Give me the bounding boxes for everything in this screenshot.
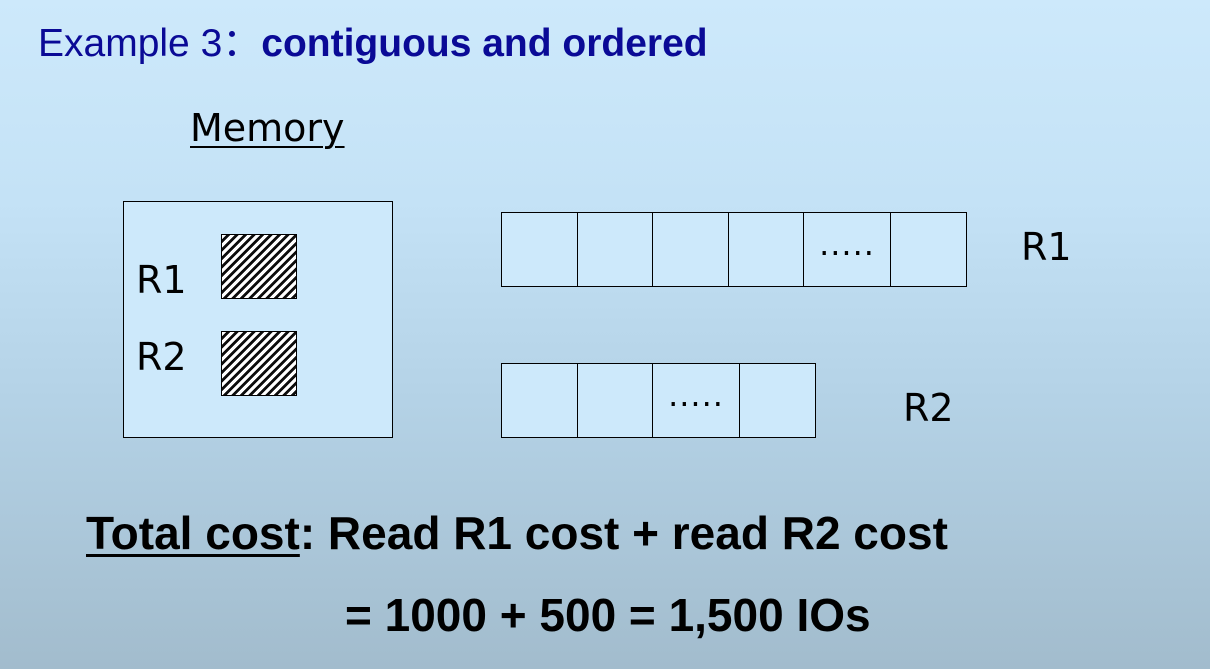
disk-r2-blocks: .....: [501, 363, 816, 438]
disk-r1-blocks: .....: [501, 212, 967, 287]
slide-title: Example 3：contiguous and ordered: [38, 12, 708, 68]
disk-r1-label: R1: [1021, 225, 1072, 269]
disk-r2-label: R2: [903, 386, 954, 430]
total-cost-line: Total cost: Read R1 cost + read R2 cost: [86, 506, 948, 560]
disk-r2-block: [738, 363, 816, 438]
total-cost-result: = 1000 + 500 = 1,500 IOs: [345, 589, 871, 641]
disk-r1-block: [727, 212, 805, 287]
memory-label: Memory: [190, 106, 345, 150]
disk-r1-block: [576, 212, 654, 287]
memory-r1-buffer: [221, 234, 297, 299]
disk-r2-block: [576, 363, 654, 438]
memory-box: R1 R2: [123, 201, 393, 438]
total-cost-heading: Total cost: [86, 507, 300, 559]
memory-r2-buffer: [221, 331, 297, 396]
total-cost-formula: : Read R1 cost + read R2 cost: [299, 507, 948, 559]
memory-r1-label: R1: [136, 258, 187, 302]
disk-r1-block: [501, 212, 578, 287]
disk-r1-block: [652, 212, 729, 287]
disk-r2-block: [501, 363, 578, 438]
disk-r1-block-ellipsis: .....: [803, 212, 891, 287]
disk-r2-block-ellipsis: .....: [652, 363, 740, 438]
title-bold: contiguous and ordered: [261, 22, 708, 65]
title-prefix: Example 3：: [38, 22, 262, 65]
memory-r2-label: R2: [136, 335, 187, 379]
disk-r1-block: [889, 212, 967, 287]
